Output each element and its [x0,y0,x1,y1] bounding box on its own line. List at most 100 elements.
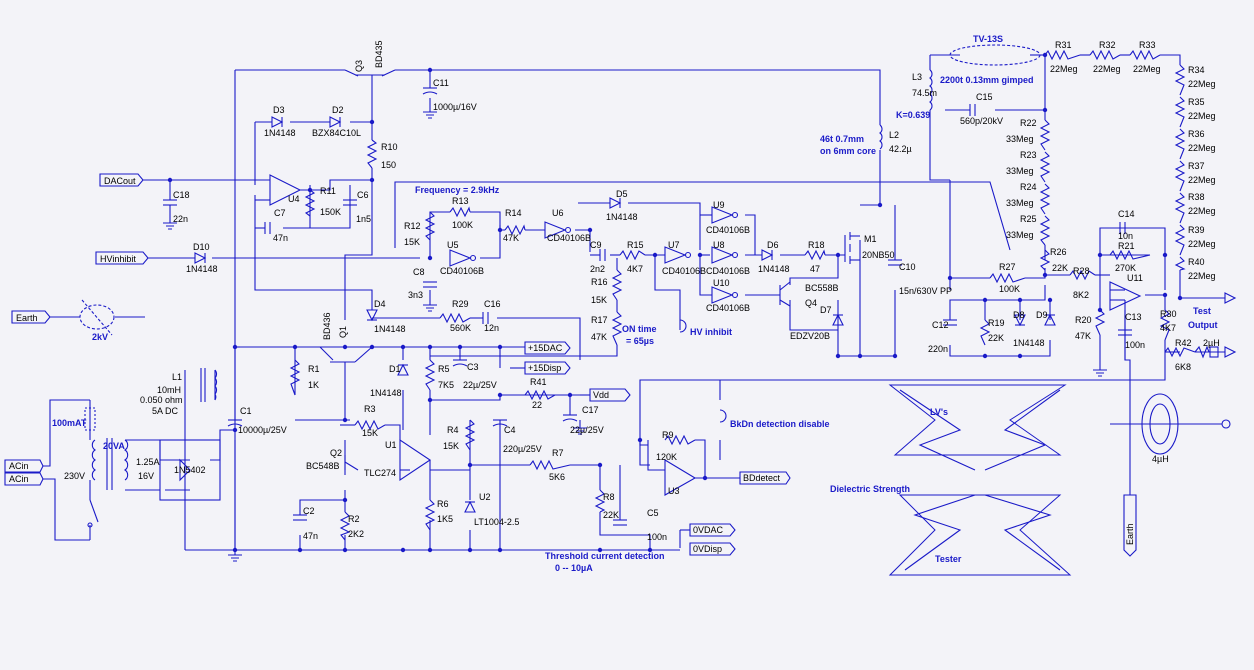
ref-r3: R3 [364,404,376,414]
val-r28: 8K2 [1073,290,1089,300]
val-u8: CD40106B [706,266,750,276]
ref-r25: R25 [1020,214,1037,224]
title-line2: Dielectric Strength [830,484,910,494]
ref-r18: R18 [808,240,825,250]
val-u9: CD40106B [706,225,750,235]
ref-r17: R17 [591,315,608,325]
junctions [167,52,1183,553]
val-l4: 2µH [1203,338,1220,348]
note-20va: 20VA [103,441,125,451]
note-threshold-b: 0 -- 10µA [555,563,593,573]
val-r27: 100K [999,284,1020,294]
ref-l3: L3 [912,72,922,82]
val-c15: 560p/20kV [960,116,1003,126]
val-r10: 150 [381,160,396,170]
net-acin-2: ACin [9,474,29,484]
val-r11: 150K [320,207,341,217]
ref-r14: R14 [505,208,522,218]
val-u1: TLC274 [364,468,396,478]
inductors [91,44,1231,490]
ref-u6: U6 [552,208,564,218]
val-r39: 22Meg [1188,239,1216,249]
misc-symbols [79,299,1219,528]
title-line1: LV's [930,407,948,417]
val-r41: 22 [532,400,542,410]
ref-c16: C16 [484,299,501,309]
val-r4: 15K [443,441,459,451]
ref-c13: C13 [1125,312,1142,322]
ref-c5: C5 [647,508,659,518]
ref-r29: R29 [452,299,469,309]
net-earth-2: Earth [1125,523,1135,545]
val-r37: 22Meg [1188,175,1216,185]
ref-r12: R12 [404,221,421,231]
ref-c7: C7 [274,208,286,218]
val-r23: 33Meg [1006,166,1034,176]
note-l1-a: 0.050 ohm [140,395,183,405]
val-c17: 22µ/25V [570,425,604,435]
val-r32: 22Meg [1093,64,1121,74]
val-d4: 1N4148 [374,324,406,334]
ref-d8: D8 [1013,310,1025,320]
val-r31: 22Meg [1050,64,1078,74]
ref-u4: U4 [288,194,300,204]
val-r38: 22Meg [1188,206,1216,216]
val-c2: 47n [303,531,318,541]
val-r17: 47K [591,332,607,342]
val-bridge: 1N5402 [174,465,206,475]
val-c18: 22n [173,214,188,224]
ref-u3: U3 [668,486,680,496]
val-r19: 22K [988,333,1004,343]
ref-r31: R31 [1055,40,1072,50]
val-c7: 47n [273,233,288,243]
val-r35: 22Meg [1188,111,1216,121]
ref-l2: L2 [889,130,899,140]
ref-r10: R10 [381,142,398,152]
note-l2-b: on 6mm core [820,146,876,156]
val-c12: 220n [928,344,948,354]
ref-r36: R36 [1188,129,1205,139]
ground-symbols [163,98,1107,562]
val-r16: 15K [591,295,607,305]
val-r9: 120K [656,452,677,462]
ref-r2: R2 [348,514,360,524]
ref-d6: D6 [767,240,779,250]
val-r21: 270K [1115,263,1136,273]
title-line3: Tester [935,554,962,564]
val-r6: 1K5 [437,514,453,524]
ref-r16: R16 [591,277,608,287]
ref-c11: C11 [433,78,449,88]
ref-c6: C6 [357,190,369,200]
note-l2-a: 46t 0.7mm [820,134,864,144]
val-l1: 10mH [157,385,181,395]
ref-r28: R28 [1073,266,1090,276]
ref-m1: M1 [864,234,877,244]
val-q3: BD435 [374,40,384,68]
ref-u11: U11 [1127,273,1143,283]
ref-r13: R13 [452,196,469,206]
net-earth: Earth [16,313,38,323]
val-u7: CD40106B [662,266,706,276]
net-hvinhibit: HVinhibit [100,254,136,264]
ref-r19: R19 [988,318,1005,328]
val-u10: CD40106B [706,303,750,313]
val-m1: 20NB50 [862,250,895,260]
net-p15dac: +15DAC [528,343,563,353]
note-l3: 2200t 0.13mm gimped [940,75,1034,85]
val-ct: 4µH [1152,454,1169,464]
ref-d2: D2 [332,105,344,115]
val-c8: 3n3 [408,290,423,300]
val-r15: 4K7 [627,264,643,274]
note-hvinhibit: HV inhibit [690,327,732,337]
ref-q3: Q3 [354,60,364,72]
ref-c14: C14 [1118,209,1135,219]
val-c1: 10000µ/25V [238,425,287,435]
ref-u9: U9 [713,200,725,210]
ref-q2: Q2 [330,448,342,458]
ref-u7: U7 [668,240,680,250]
val-c6: 1n5 [356,214,371,224]
val-d1: 1N4148 [370,388,402,398]
val-r13: 100K [452,220,473,230]
val-u5: CD40106B [440,266,484,276]
ref-r21: R21 [1118,241,1135,251]
